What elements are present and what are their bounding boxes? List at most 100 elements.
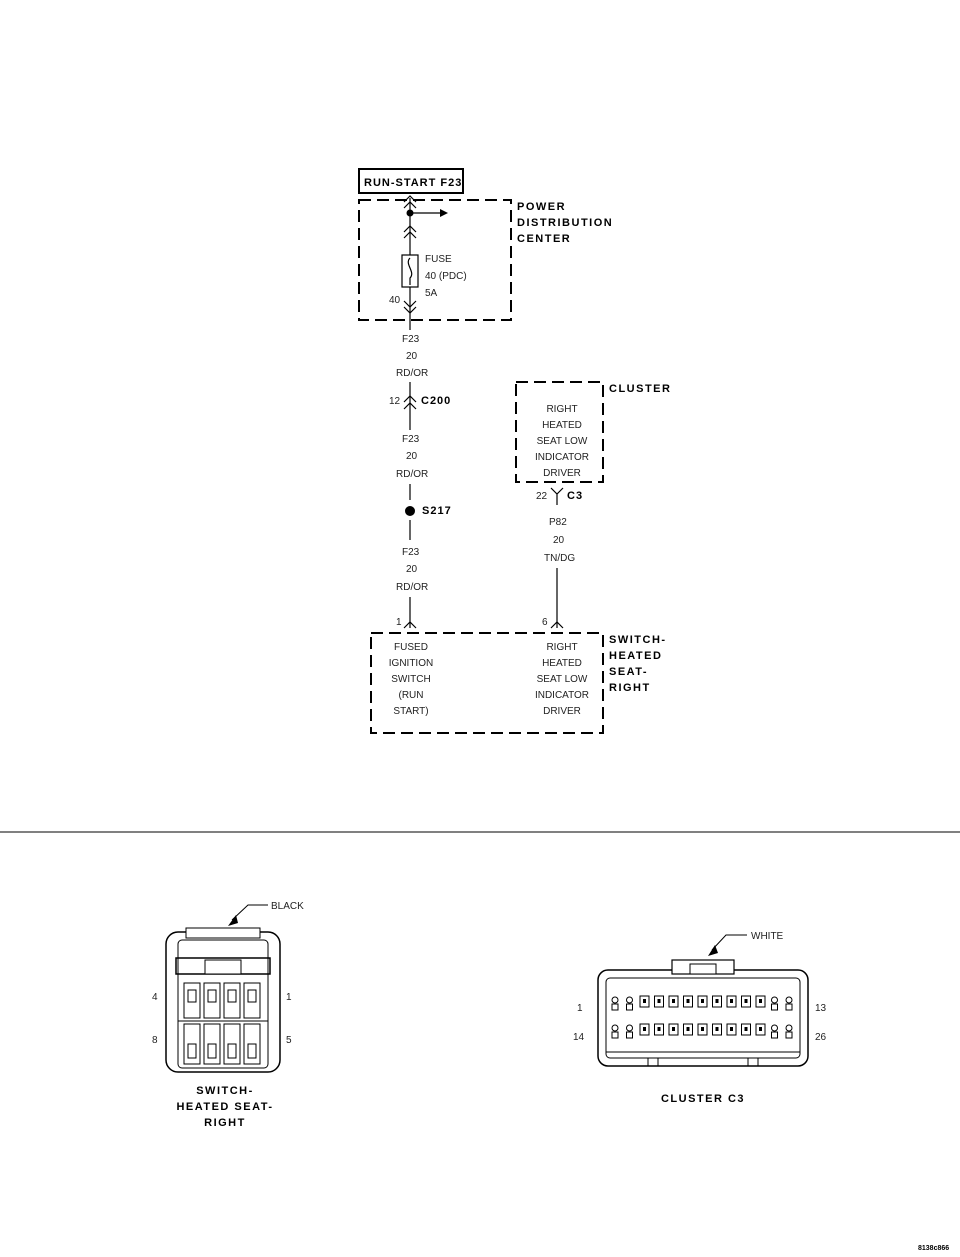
svg-text:SWITCH-: SWITCH- <box>609 634 667 646</box>
cavity <box>785 996 793 1004</box>
cavity-terminal <box>759 1027 762 1031</box>
pin-label-top-right: 13 <box>815 1003 827 1014</box>
splice-label: S217 <box>422 505 452 517</box>
cluster-connector-caption: CLUSTER C3 <box>661 1093 745 1105</box>
pin-label-bottom-right: 26 <box>815 1032 827 1043</box>
cavity <box>654 995 664 1008</box>
cavity <box>785 1024 793 1032</box>
svg-text:RIGHT: RIGHT <box>609 682 651 694</box>
pin-label-top-left: 1 <box>577 1003 583 1014</box>
svg-text:HEATED: HEATED <box>542 658 582 669</box>
cavity <box>626 1024 633 1032</box>
cavity-terminal <box>759 999 762 1003</box>
cavity <box>771 996 778 1004</box>
pdc-label: POWER DISTRIBUTION CENTER <box>517 201 613 245</box>
pdc-bottom-connector-icon <box>403 300 417 314</box>
cavity <box>683 995 693 1008</box>
svg-text:IGNITION: IGNITION <box>389 658 433 669</box>
cavity-terminal <box>643 999 646 1003</box>
switch-box <box>370 632 604 734</box>
cavity <box>755 995 766 1008</box>
c3-label: C3 <box>567 490 583 502</box>
callout-line <box>231 904 268 921</box>
cavity <box>741 995 751 1008</box>
callout-line <box>711 934 747 951</box>
cavity-terminal <box>715 999 719 1003</box>
cavity <box>639 1023 650 1036</box>
cavity-latch <box>626 1031 633 1039</box>
svg-text:(RUN: (RUN <box>399 690 424 701</box>
cavity-terminal <box>730 999 733 1003</box>
svg-text:40 (PDC): 40 (PDC) <box>425 271 467 282</box>
svg-text:RIGHT: RIGHT <box>546 404 577 415</box>
svg-text:DISTRIBUTION: DISTRIBUTION <box>517 217 613 229</box>
cavity-latch <box>611 1003 619 1011</box>
svg-text:F23: F23 <box>402 547 420 558</box>
cavity <box>771 1024 778 1032</box>
switch-pin-left: 1 <box>396 617 402 628</box>
cavity-latch <box>785 1031 793 1039</box>
cavity <box>712 1023 722 1036</box>
cavity <box>741 1023 751 1036</box>
cavity <box>755 1023 766 1036</box>
svg-text:SWITCH: SWITCH <box>391 674 430 685</box>
cavity <box>726 995 737 1008</box>
cluster-label: CLUSTER <box>609 383 671 395</box>
wire-label-3: F23 20 RD/OR <box>396 547 428 593</box>
cavity-terminal <box>730 1027 733 1031</box>
svg-text:F23: F23 <box>402 434 420 445</box>
cavity-terminal <box>715 1027 719 1031</box>
svg-text:DRIVER: DRIVER <box>543 706 581 717</box>
cavity-latch <box>611 1031 619 1039</box>
switch-label: SWITCH- HEATED SEAT- RIGHT <box>609 634 667 694</box>
svg-text:POWER: POWER <box>517 201 566 213</box>
splice-dot <box>405 506 415 516</box>
svg-text:SWITCH-: SWITCH- <box>196 1085 254 1097</box>
svg-text:20: 20 <box>406 351 418 362</box>
cavity <box>668 1023 679 1036</box>
svg-text:INDICATOR: INDICATOR <box>535 452 589 463</box>
cavity-terminal <box>672 1027 675 1031</box>
title-box <box>358 168 464 194</box>
cavity <box>726 1023 737 1036</box>
pin-label-bottom-left: 8 <box>152 1035 158 1046</box>
c3-pin: 22 <box>536 491 548 502</box>
svg-text:TN/DG: TN/DG <box>544 553 575 564</box>
cavity-terminal <box>672 999 675 1003</box>
connector-body <box>165 931 281 1073</box>
arrow-right-icon <box>440 209 448 217</box>
svg-text:RD/OR: RD/OR <box>396 469 428 480</box>
cavity-terminal <box>701 1027 704 1031</box>
c200-pin: 12 <box>389 396 401 407</box>
cavity-terminal <box>643 1027 646 1031</box>
svg-text:FUSE: FUSE <box>425 254 452 265</box>
fuse-pin-number: 40 <box>389 295 401 306</box>
pdc-top-connector-icon <box>403 195 417 209</box>
cavity-terminal <box>686 1027 690 1031</box>
pin-label-top-left: 4 <box>152 992 158 1003</box>
svg-text:START): START) <box>393 706 428 717</box>
svg-text:DRIVER: DRIVER <box>543 468 581 479</box>
svg-text:RIGHT: RIGHT <box>204 1117 246 1129</box>
cavity <box>611 1024 619 1032</box>
pdc-box <box>358 199 512 321</box>
cavity-latch <box>771 1031 778 1039</box>
cluster-connector-color: WHITE <box>751 931 784 942</box>
cavity <box>654 1023 664 1036</box>
fuse-label: FUSE 40 (PDC) 5A <box>425 254 467 299</box>
cavity-row-bottom <box>183 1023 261 1065</box>
c200-label: C200 <box>421 395 451 407</box>
svg-text:FUSED: FUSED <box>394 642 428 653</box>
callout-arrow-icon <box>708 945 718 956</box>
diagram-title: RUN-START F23 <box>364 177 462 189</box>
cavity-latch <box>626 1003 633 1011</box>
svg-text:P82: P82 <box>549 517 567 528</box>
cavity <box>683 1023 693 1036</box>
switch-right-function-text: RIGHT HEATED SEAT LOW INDICATOR DRIVER <box>535 642 589 717</box>
svg-text:SEAT-: SEAT- <box>609 666 648 678</box>
pin-label-bottom-right: 5 <box>286 1035 292 1046</box>
switch-left-function-text: FUSED IGNITION SWITCH (RUN START) <box>389 642 433 717</box>
svg-text:20: 20 <box>406 451 418 462</box>
cavity <box>626 996 633 1004</box>
